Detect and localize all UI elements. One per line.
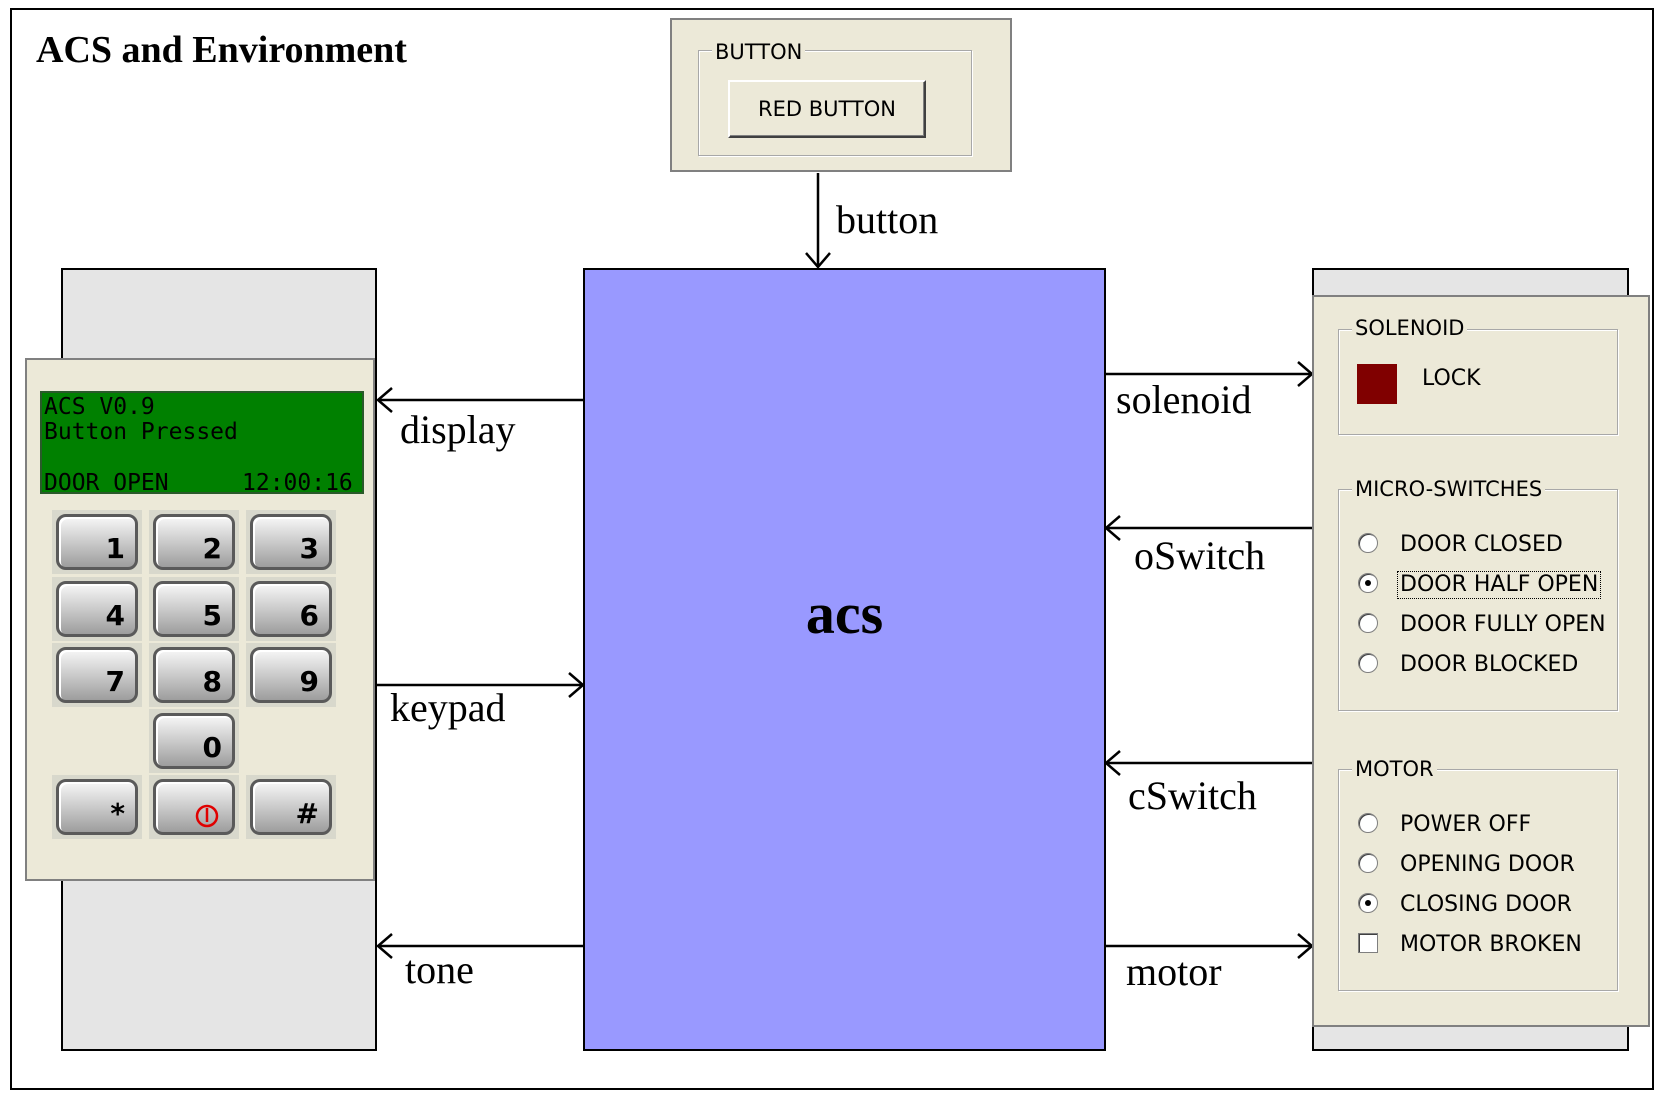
power-icon <box>195 804 219 828</box>
label-motor: motor <box>1126 949 1222 994</box>
door-fully-open-label: DOOR FULLY OPEN <box>1400 612 1606 637</box>
door-half-open-radio[interactable] <box>1358 573 1378 593</box>
label-solenoid: solenoid <box>1116 377 1252 422</box>
door-blocked-label: DOOR BLOCKED <box>1400 652 1579 677</box>
opening-door-label: OPENING DOOR <box>1400 852 1575 877</box>
label-keypad: keypad <box>390 685 506 730</box>
button-arrowhead <box>805 252 831 269</box>
acs-block-label: acs <box>805 581 884 646</box>
key-3[interactable]: 3 <box>250 514 332 570</box>
motor-groupbox <box>1338 769 1618 991</box>
key-hash[interactable]: # <box>250 779 332 835</box>
micro-switches-groupbox <box>1338 489 1618 711</box>
motor-broken-label: MOTOR BROKEN <box>1400 932 1582 957</box>
door-blocked-radio[interactable] <box>1358 653 1378 673</box>
label-cswitch: cSwitch <box>1128 773 1257 818</box>
key-7[interactable]: 7 <box>56 647 138 703</box>
button-groupbox <box>698 50 972 156</box>
key-2[interactable]: 2 <box>153 514 235 570</box>
key-6[interactable]: 6 <box>250 581 332 637</box>
motor-group-label: MOTOR <box>1352 759 1437 780</box>
diagram-title: ACS and Environment <box>36 29 407 71</box>
lock-indicator <box>1357 364 1397 404</box>
keypad-panel: ACS V0.9 Button Pressed DOOR OPEN 12:00:… <box>25 358 375 881</box>
key-4[interactable]: 4 <box>56 581 138 637</box>
opening-door-radio[interactable] <box>1358 853 1378 873</box>
door-fully-open-radio[interactable] <box>1358 613 1378 633</box>
solenoid-group-label: SOLENOID <box>1352 318 1468 339</box>
closing-door-radio[interactable] <box>1358 893 1378 913</box>
door-closed-radio[interactable] <box>1358 533 1378 553</box>
lcd-time: 12:00:16 <box>242 470 353 496</box>
motor-broken-checkbox[interactable] <box>1358 933 1378 953</box>
key-star[interactable]: * <box>56 779 138 835</box>
micro-switches-group-label: MICRO-SWITCHES <box>1352 479 1546 500</box>
key-8[interactable]: 8 <box>153 647 235 703</box>
door-half-open-label: DOOR HALF OPEN <box>1396 571 1602 599</box>
key-9[interactable]: 9 <box>250 647 332 703</box>
power-key[interactable] <box>153 779 235 835</box>
lock-label: LOCK <box>1422 366 1481 391</box>
oswitch-arrowhead <box>1104 515 1121 541</box>
key-0[interactable]: 0 <box>153 713 235 769</box>
lcd-status: DOOR OPEN <box>44 470 169 496</box>
lcd-display: ACS V0.9 Button Pressed DOOR OPEN 12:00:… <box>40 391 364 496</box>
power-off-radio[interactable] <box>1358 813 1378 833</box>
lcd-line-2: Button Pressed <box>44 419 238 445</box>
diagram-frame <box>10 8 1654 1090</box>
acs-block: acs <box>583 268 1106 1051</box>
closing-door-label: CLOSING DOOR <box>1400 892 1572 917</box>
label-tone: tone <box>405 947 474 992</box>
power-off-label: POWER OFF <box>1400 812 1532 837</box>
key-1[interactable]: 1 <box>56 514 138 570</box>
button-panel: BUTTON RED BUTTON <box>670 18 1012 172</box>
display-arrowhead <box>376 387 393 413</box>
environment-panel: SOLENOID LOCK MICRO-SWITCHES DOOR CLOSED… <box>1312 295 1650 1027</box>
solenoid-groupbox <box>1338 329 1618 435</box>
door-closed-label: DOOR CLOSED <box>1400 532 1563 557</box>
label-oswitch: oSwitch <box>1134 533 1266 578</box>
label-button: button <box>836 197 939 242</box>
key-5[interactable]: 5 <box>153 581 235 637</box>
cswitch-arrowhead <box>1104 750 1121 776</box>
red-button[interactable]: RED BUTTON <box>728 80 926 138</box>
lcd-line-1: ACS V0.9 <box>44 394 155 420</box>
button-group-label: BUTTON <box>712 42 806 63</box>
tone-arrowhead <box>376 933 393 959</box>
label-display: display <box>400 407 516 452</box>
